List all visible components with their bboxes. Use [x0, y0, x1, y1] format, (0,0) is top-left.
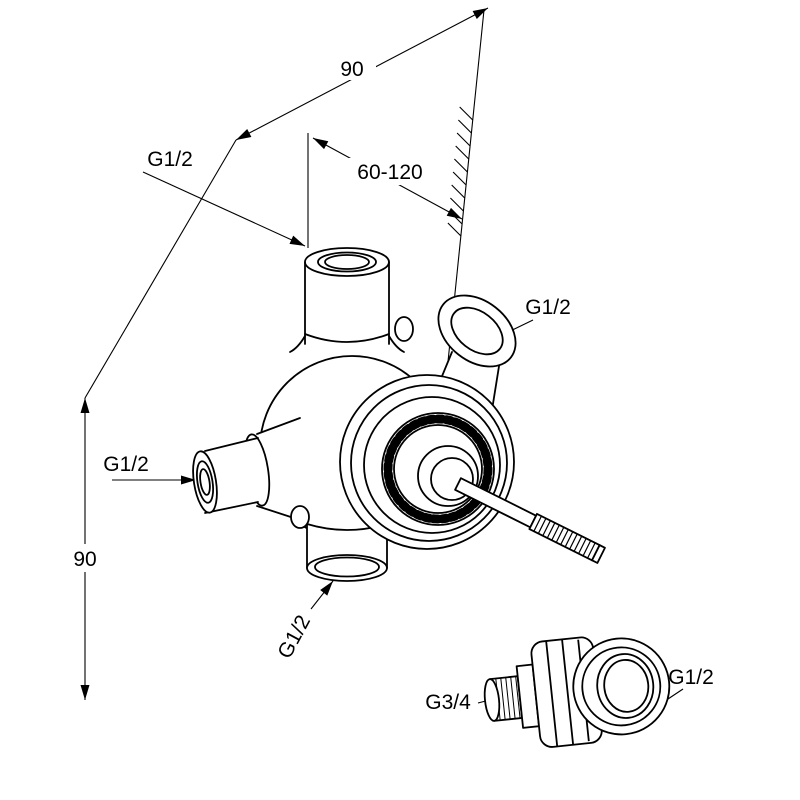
adapter-male-face: [483, 678, 501, 722]
range-dimension-value: 60-120: [357, 161, 422, 184]
control-stem: [454, 477, 606, 564]
left-port-collar-edge-top: [256, 417, 301, 435]
left-port-label: G1/2: [103, 453, 149, 476]
range-label-halo: [336, 158, 444, 185]
housing-ring-2: [350, 384, 508, 542]
left-port-pipe-edge-top: [204, 437, 259, 452]
bottom-port-leader-line: [310, 580, 334, 610]
left-port-pipe-edge-bottom: [204, 501, 259, 514]
mounting-lug-right: [394, 316, 414, 342]
adapter-female-face-ring: [581, 646, 662, 727]
housing-ring-3: [363, 396, 501, 534]
stem-end-cap: [591, 544, 606, 564]
diagonal-extension-line: [84, 139, 237, 399]
stem-spline-knurling: [533, 515, 596, 559]
right-port-label: G1/2: [525, 296, 571, 319]
top-port-neck-flare-right: [388, 335, 405, 353]
top-port-neck-seam: [304, 333, 390, 343]
right-port-bore: [450, 306, 504, 356]
top-port-label: G1/2: [147, 148, 193, 171]
mounting-lug-left: [290, 505, 310, 529]
labels: 90 60-120 G1/2 G1/2 G1/2 90 G1/2 G3/4 G1…: [60, 52, 714, 714]
right-port-edge-right: [491, 359, 501, 411]
top-port-leader-line: [142, 171, 306, 247]
top-port: [289, 247, 405, 353]
depth-label-halo: [328, 52, 376, 80]
height-dimension-value: 90: [73, 548, 96, 571]
cartridge-housing: [339, 374, 515, 550]
diverter-valve: [192, 247, 606, 582]
left-port-pipe-fill: [205, 438, 257, 514]
adapter-female-label: G1/2: [668, 666, 714, 689]
top-port-bore-inner: [324, 254, 370, 270]
adapter-fitting: [483, 636, 671, 748]
cartridge-spline-ring: [383, 414, 493, 524]
adapter-male-label: G3/4: [425, 691, 471, 714]
height-label-halo: [60, 544, 110, 572]
depth-dimension-value: 90: [340, 58, 363, 81]
top-port-neck-flare-left: [289, 335, 306, 353]
adapter-female-bore-inner: [603, 659, 650, 713]
bottom-port-end-face: [314, 556, 380, 578]
left-port-bore-inner: [199, 468, 211, 496]
